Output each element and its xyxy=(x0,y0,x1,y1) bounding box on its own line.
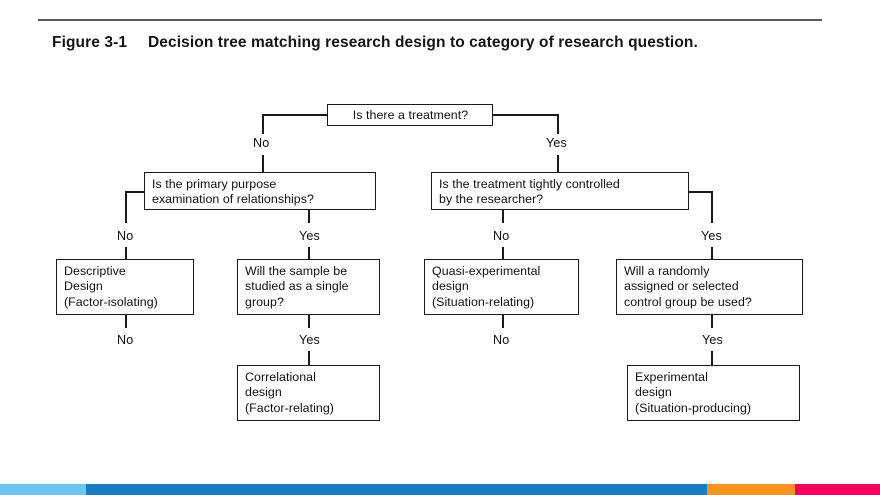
node-quasi-experimental-line2: design xyxy=(432,279,469,294)
node-root-line1: Is there a treatment? xyxy=(352,108,469,122)
connector-sample-to-correlational xyxy=(308,351,310,365)
edge-label-l2right-no: No xyxy=(491,229,512,243)
connector-l2right-no-to-box xyxy=(502,247,504,259)
node-experimental-design-line1: Experimental xyxy=(635,370,708,384)
footer-segment-light-blue xyxy=(0,484,86,495)
connector-descriptive-drop xyxy=(125,315,127,328)
node-descriptive-design-line1: Descriptive xyxy=(64,264,126,278)
figure-label: Figure 3-1 xyxy=(52,34,128,51)
node-primary-purpose-line2: examination of relationships? xyxy=(152,192,314,207)
footer-segment-pink xyxy=(795,484,880,495)
connector-l2left-side-stub xyxy=(125,191,145,193)
node-treatment-controlled-line2: by the researcher? xyxy=(439,192,544,207)
connector-control-drop xyxy=(711,315,713,328)
connector-l2left-side-drop xyxy=(125,191,127,223)
node-sample-single-group-line3: group? xyxy=(245,294,284,309)
node-sample-single-group: Will the sample be studied as a single g… xyxy=(237,259,380,315)
connector-l2left-yes-to-box xyxy=(308,247,310,259)
connector-root-right-to-node xyxy=(557,155,559,173)
edge-label-l2left-yes: Yes xyxy=(297,229,322,243)
node-control-group-question-line2: assigned or selected xyxy=(624,279,739,294)
node-control-group-question-line3: control group be used? xyxy=(624,294,752,309)
node-primary-purpose: Is the primary purpose examination of re… xyxy=(144,172,376,210)
node-control-group-question-line1: Will a randomly xyxy=(624,264,710,278)
edge-label-sample-yes: Yes xyxy=(297,333,322,347)
node-quasi-experimental: Quasi-experimental design (Situation-rel… xyxy=(424,259,579,315)
node-root: Is there a treatment? xyxy=(327,104,493,126)
node-sample-single-group-line1: Will the sample be xyxy=(245,264,348,278)
figure-caption-text: Decision tree matching research design t… xyxy=(148,34,698,51)
connector-l2right-yes-to-box xyxy=(711,247,713,259)
edge-label-descriptive-no: No xyxy=(115,333,136,347)
node-experimental-design-line2: design xyxy=(635,385,672,400)
footer-segment-blue xyxy=(86,484,707,495)
top-rule xyxy=(38,19,822,21)
node-experimental-design: Experimental design (Situation-producing… xyxy=(627,365,800,421)
node-control-group-question: Will a randomly assigned or selected con… xyxy=(616,259,803,315)
connector-l2right-side-stub xyxy=(688,191,712,193)
figure-caption: Figure 3-1 Decision tree matching researc… xyxy=(52,32,752,54)
node-experimental-design-line3: (Situation-producing) xyxy=(635,400,752,415)
node-treatment-controlled: Is the treatment tightly controlled by t… xyxy=(431,172,689,210)
node-descriptive-design-line3: (Factor-isolating) xyxy=(64,294,158,309)
node-sample-single-group-line2: studied as a single xyxy=(245,279,349,294)
edge-label-l2right-yes: Yes xyxy=(699,229,724,243)
footer-segment-orange xyxy=(707,484,795,495)
node-correlational-design: Correlational design (Factor-relating) xyxy=(237,365,380,421)
edge-label-l2left-no: No xyxy=(115,229,136,243)
connector-sample-drop xyxy=(308,315,310,328)
connector-quasi-drop xyxy=(502,315,504,328)
connector-l2right-side-drop xyxy=(711,191,713,223)
node-correlational-design-line3: (Factor-relating) xyxy=(245,400,334,415)
node-descriptive-design-line2: Design xyxy=(64,279,103,294)
node-descriptive-design: Descriptive Design (Factor-isolating) xyxy=(56,259,194,315)
node-correlational-design-line2: design xyxy=(245,385,282,400)
decision-tree: Is there a treatment? No Yes Is the prim… xyxy=(56,104,803,421)
connector-root-right-drop xyxy=(557,114,559,134)
node-quasi-experimental-line3: (Situation-relating) xyxy=(432,294,535,309)
footer-color-bar xyxy=(0,484,880,495)
node-primary-purpose-line1: Is the primary purpose xyxy=(152,177,277,191)
connector-l2left-no-to-box xyxy=(125,247,127,259)
connector-l2left-bottom-drop xyxy=(308,210,310,223)
connector-control-to-experimental xyxy=(711,351,713,365)
node-correlational-design-line1: Correlational xyxy=(245,370,316,384)
connector-l2right-bottom-drop xyxy=(502,210,504,223)
node-treatment-controlled-line1: Is the treatment tightly controlled xyxy=(439,177,620,191)
connector-root-horizontal-right xyxy=(492,114,558,116)
connector-root-left-to-node xyxy=(262,155,264,173)
edge-label-root-no: No xyxy=(251,136,272,150)
connector-root-left-drop xyxy=(262,114,264,134)
edge-label-quasi-no: No xyxy=(491,333,512,347)
connector-root-horizontal xyxy=(262,114,328,116)
node-quasi-experimental-line1: Quasi-experimental xyxy=(432,264,541,278)
edge-label-root-yes: Yes xyxy=(544,136,569,150)
edge-label-control-yes: Yes xyxy=(700,333,725,347)
